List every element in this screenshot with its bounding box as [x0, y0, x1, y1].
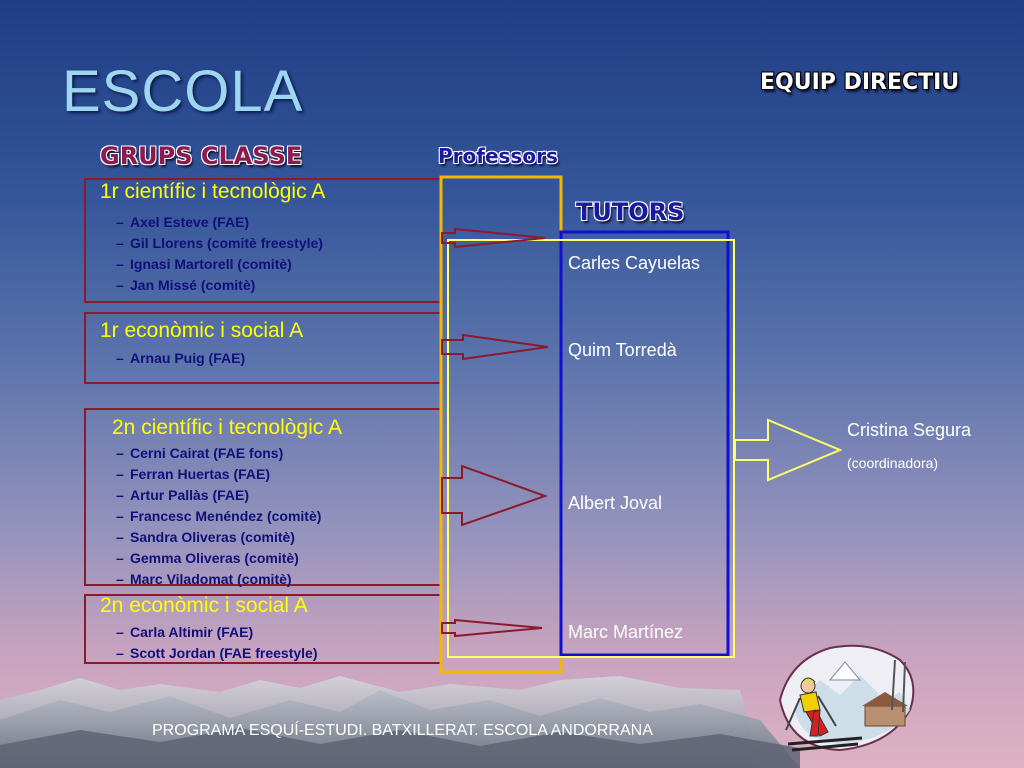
- group-heading: 1r econòmic i social A: [100, 319, 304, 342]
- list-item: –Marc Viladomat (comitè): [100, 569, 321, 590]
- coordinator-role: (coordinadora): [847, 455, 939, 471]
- list-item: –Arnau Puig (FAE): [100, 348, 245, 369]
- list-item: –Cerni Cairat (FAE fons): [100, 443, 321, 464]
- equip-outline-box: [447, 239, 735, 658]
- bullet-dash: –: [116, 350, 124, 366]
- list-item: –Ferran Huertas (FAE): [100, 464, 321, 485]
- bullet-dash: –: [116, 487, 124, 503]
- member-name: Axel Esteve (FAE): [130, 214, 250, 230]
- member-name: Sandra Oliveras (comitè): [130, 529, 295, 545]
- bullet-dash: –: [116, 529, 124, 545]
- group-heading: 2n econòmic i social A: [100, 594, 308, 617]
- bullet-dash: –: [116, 214, 124, 230]
- list-item: –Gil Llorens (comitè freestyle): [100, 233, 323, 254]
- group-member-list: –Axel Esteve (FAE) –Gil Llorens (comitè …: [100, 212, 323, 296]
- bullet-dash: –: [116, 645, 124, 661]
- group-heading: 2n científic i tecnològic A: [112, 416, 342, 439]
- member-name: Gemma Oliveras (comitè): [130, 550, 299, 566]
- bullet-dash: –: [116, 571, 124, 587]
- group-member-list: –Arnau Puig (FAE): [100, 348, 245, 369]
- list-item: –Ignasi Martorell (comitè): [100, 254, 323, 275]
- member-name: Ignasi Martorell (comitè): [130, 256, 292, 272]
- group-member-list: –Cerni Cairat (FAE fons) –Ferran Huertas…: [100, 443, 321, 590]
- bullet-dash: –: [116, 256, 124, 272]
- bullet-dash: –: [116, 277, 124, 293]
- arrow-coordinator: [734, 418, 843, 482]
- member-name: Gil Llorens (comitè freestyle): [130, 235, 323, 251]
- page-title: ESCOLA: [62, 59, 304, 124]
- arrow-group3: [441, 464, 548, 527]
- tutor-name: Albert Joval: [568, 493, 663, 513]
- member-name: Artur Pallàs (FAE): [130, 487, 250, 503]
- list-item: –Francesc Menéndez (comitè): [100, 506, 321, 527]
- bullet-dash: –: [116, 466, 124, 482]
- arrow-group2: [441, 333, 549, 361]
- footer-text: PROGRAMA ESQUÍ-ESTUDI. BATXILLERAT. ESCO…: [152, 722, 653, 739]
- coordinator-name: Cristina Segura: [847, 420, 972, 440]
- list-item: –Gemma Oliveras (comitè): [100, 548, 321, 569]
- member-name: Francesc Menéndez (comitè): [130, 508, 322, 524]
- list-item: –Axel Esteve (FAE): [100, 212, 323, 233]
- bullet-dash: –: [116, 624, 124, 640]
- member-name: Ferran Huertas (FAE): [130, 466, 271, 482]
- list-item: –Sandra Oliveras (comitè): [100, 527, 321, 548]
- bullet-dash: –: [116, 508, 124, 524]
- group-heading: 1r científic i tecnològic A: [100, 180, 326, 203]
- bullet-dash: –: [116, 550, 124, 566]
- list-item: –Artur Pallàs (FAE): [100, 485, 321, 506]
- tutor-name: Marc Martínez: [568, 622, 684, 642]
- equip-directiu-heading: EQUIP DIRECTIU: [760, 70, 960, 95]
- member-name: Cerni Cairat (FAE fons): [130, 445, 284, 461]
- arrow-group4: [441, 618, 543, 638]
- list-item: –Jan Missé (comitè): [100, 275, 323, 296]
- group-member-list: –Carla Altimir (FAE) –Scott Jordan (FAE …: [100, 622, 318, 664]
- tutors-box: [559, 230, 730, 657]
- bullet-dash: –: [116, 445, 124, 461]
- list-item: –Carla Altimir (FAE): [100, 622, 318, 643]
- grups-classe-heading: GRUPS CLASSE: [100, 142, 303, 170]
- professors-heading: Professors: [438, 144, 558, 168]
- professors-box: [439, 175, 563, 674]
- member-name: Jan Missé (comitè): [130, 277, 256, 293]
- tutor-name: Carles Cayuelas: [568, 253, 701, 273]
- tutor-name: Quim Torredà: [568, 340, 677, 360]
- tutors-heading: TUTORS: [576, 198, 685, 226]
- member-name: Marc Viladomat (comitè): [130, 571, 292, 587]
- member-name: Arnau Puig (FAE): [130, 350, 246, 366]
- skier-clipart-icon: [778, 644, 915, 752]
- member-name: Carla Altimir (FAE): [130, 624, 254, 640]
- bullet-dash: –: [116, 235, 124, 251]
- arrow-group1: [441, 227, 546, 249]
- member-name: Scott Jordan (FAE freestyle): [130, 645, 318, 661]
- list-item: –Scott Jordan (FAE freestyle): [100, 643, 318, 664]
